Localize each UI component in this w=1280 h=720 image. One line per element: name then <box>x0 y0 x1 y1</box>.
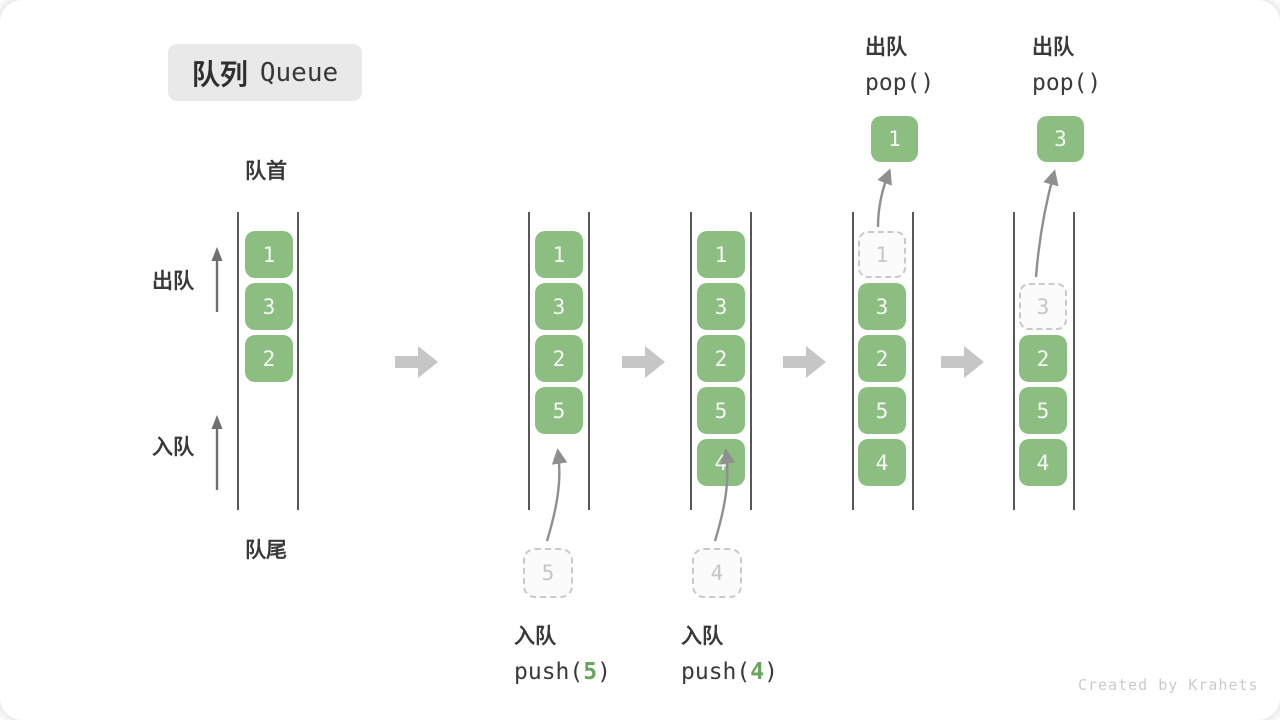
op-push-4: 入队 push(4) <box>681 620 778 685</box>
dequeue-direction-arrowhead-icon <box>211 247 223 261</box>
queue1-wall-left <box>237 212 239 510</box>
queue-item: 3 <box>858 283 906 330</box>
queue3-wall-left <box>690 212 692 510</box>
queue2-wall-right <box>588 212 590 510</box>
op-pop-2-code: pop() <box>1032 70 1102 96</box>
queue4-wall-left <box>852 212 854 510</box>
label-queue-front: 队首 <box>245 160 287 183</box>
ghost-item-3: 3 <box>1019 283 1067 330</box>
op-pop-1: 出队 pop() <box>865 31 934 96</box>
queue-item: 2 <box>535 335 583 382</box>
pop1-arrow-icon <box>876 168 892 228</box>
push4-fn-open: push( <box>681 659 751 685</box>
queue-item: 4 <box>1019 439 1067 486</box>
transition-arrow-icon <box>395 346 438 378</box>
queue-item: 1 <box>697 231 745 278</box>
label-enqueue: 入队 <box>152 436 194 459</box>
push5-fn-open: push( <box>514 659 584 685</box>
queue-item: 2 <box>245 335 293 382</box>
op-push-4-label: 入队 <box>681 625 723 648</box>
queue4-wall-right <box>912 212 914 510</box>
queue-item: 2 <box>858 335 906 382</box>
op-pop-1-code: pop() <box>865 70 935 96</box>
title-badge: 队列 Queue <box>168 44 362 101</box>
title-en: Queue <box>259 57 339 88</box>
push5-fn-close: ) <box>597 659 611 685</box>
queue-item: 3 <box>245 283 293 330</box>
transition-arrow-icon <box>941 346 984 378</box>
push4-fn-close: ) <box>764 659 778 685</box>
queue-item: 1 <box>245 231 293 278</box>
label-queue-rear: 队尾 <box>245 539 287 562</box>
queue-item: 2 <box>1019 335 1067 382</box>
op-pop-1-label: 出队 <box>865 36 907 59</box>
popped-item-1: 1 <box>871 116 918 162</box>
push5-arg: 5 <box>583 659 598 685</box>
queue-item: 4 <box>697 439 745 486</box>
queue-item: 4 <box>858 439 906 486</box>
pop3-arrow-icon <box>1034 169 1059 278</box>
credit-text: Created by Krahets <box>1078 676 1259 694</box>
incoming-item-4: 4 <box>692 548 742 598</box>
op-push-5: 入队 push(5) <box>514 620 611 685</box>
queue-item: 5 <box>1019 387 1067 434</box>
queue-item: 3 <box>697 283 745 330</box>
queue-item: 5 <box>697 387 745 434</box>
enqueue-direction-arrowhead-icon <box>211 415 223 429</box>
queue-item: 2 <box>697 335 745 382</box>
op-pop-2: 出队 pop() <box>1032 31 1101 96</box>
op-pop-2-label: 出队 <box>1032 36 1074 59</box>
popped-item-3: 3 <box>1037 116 1084 162</box>
transition-arrow-icon <box>622 346 665 378</box>
push5-arrow-icon <box>545 448 568 542</box>
op-push-5-label: 入队 <box>514 625 556 648</box>
queue1-wall-right <box>297 212 299 510</box>
queue-item: 1 <box>535 231 583 278</box>
incoming-item-5: 5 <box>523 548 573 598</box>
push4-arg: 4 <box>750 659 765 685</box>
ghost-item-1: 1 <box>858 231 906 278</box>
label-dequeue: 出队 <box>152 270 194 293</box>
queue-item: 5 <box>535 387 583 434</box>
queue-item: 5 <box>858 387 906 434</box>
queue2-wall-left <box>528 212 530 510</box>
op-push-5-code: push(5) <box>514 659 611 685</box>
queue5-wall-right <box>1073 212 1075 510</box>
queue5-wall-left <box>1013 212 1015 510</box>
queue-item: 3 <box>535 283 583 330</box>
queue3-wall-right <box>750 212 752 510</box>
title-zh: 队列 <box>191 58 248 90</box>
op-push-4-code: push(4) <box>681 659 778 685</box>
transition-arrow-icon <box>783 346 826 378</box>
